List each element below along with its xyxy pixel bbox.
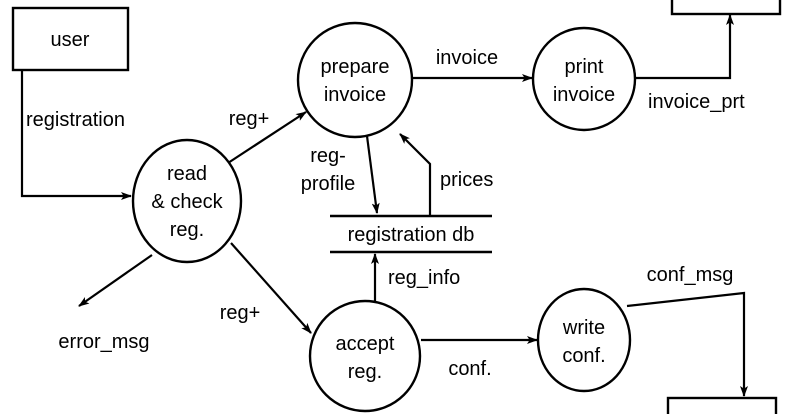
process-read_check_reg [131, 138, 243, 264]
flow-label-reg_profile: profile [301, 173, 355, 195]
flow-reg_profile [365, 135, 380, 214]
process-label-print_invoice: print [565, 56, 604, 78]
external-entity-user [11, 6, 130, 72]
flow-label-conf_msg: conf_msg [647, 264, 734, 286]
flow-label-registration: registration [26, 109, 125, 131]
process-label-read_check_reg: & check [151, 191, 223, 213]
flow-label-invoice_prt: invoice_prt [648, 91, 745, 113]
flows-layer [20, 14, 748, 397]
processes-layer: read & check reg. prepare invoice print invoic… [131, 21, 637, 413]
process-prepare_invoice [296, 21, 414, 139]
flow-conf_msg [626, 291, 748, 397]
process-label-accept_reg: reg. [348, 361, 382, 383]
external-entity-invoice_sink [670, 0, 782, 16]
process-print_invoice [531, 26, 637, 132]
process-accept_reg [308, 299, 422, 413]
process-label-read_check_reg: read [167, 163, 207, 185]
flow-label-reg_plus_invoice: reg+ [229, 108, 270, 130]
store-label-registration_db: registration db [348, 224, 475, 246]
external-entity-conf_sink [666, 396, 778, 414]
flow-registration [20, 70, 132, 200]
process-label-write_conf: write [562, 317, 605, 339]
flow-label-conf: conf. [448, 358, 491, 380]
flow-label-reg_info: reg_info [388, 267, 460, 289]
process-label-write_conf: conf. [562, 345, 605, 367]
process-label-read_check_reg: reg. [170, 219, 204, 241]
external-entity-label-user: user [51, 29, 90, 51]
flow-labels-layer: registration reg+ reg+ error_msg invoice reg-… [26, 47, 745, 380]
process-label-prepare_invoice: invoice [324, 84, 386, 106]
flow-error_msg [78, 254, 153, 307]
flow-label-reg_profile: reg- [310, 145, 346, 167]
flow-label-invoice: invoice [436, 47, 498, 69]
flow-reg_plus_invoice [227, 111, 307, 164]
flow-label-prices: prices [440, 169, 493, 191]
process-label-accept_reg: accept [336, 333, 395, 355]
process-label-prepare_invoice: prepare [321, 56, 390, 78]
flow-prices [399, 133, 432, 215]
process-write_conf [536, 287, 632, 393]
flow-invoice_prt [629, 14, 734, 80]
external-entities-layer: user [11, 0, 782, 414]
data-stores-layer: registration db [330, 214, 492, 254]
process-label-print_invoice: invoice [553, 84, 615, 106]
flow-label-error_msg: error_msg [58, 331, 149, 353]
flow-label-reg_plus_accept: reg+ [220, 302, 261, 324]
flow-reg_plus_accept [230, 242, 312, 334]
